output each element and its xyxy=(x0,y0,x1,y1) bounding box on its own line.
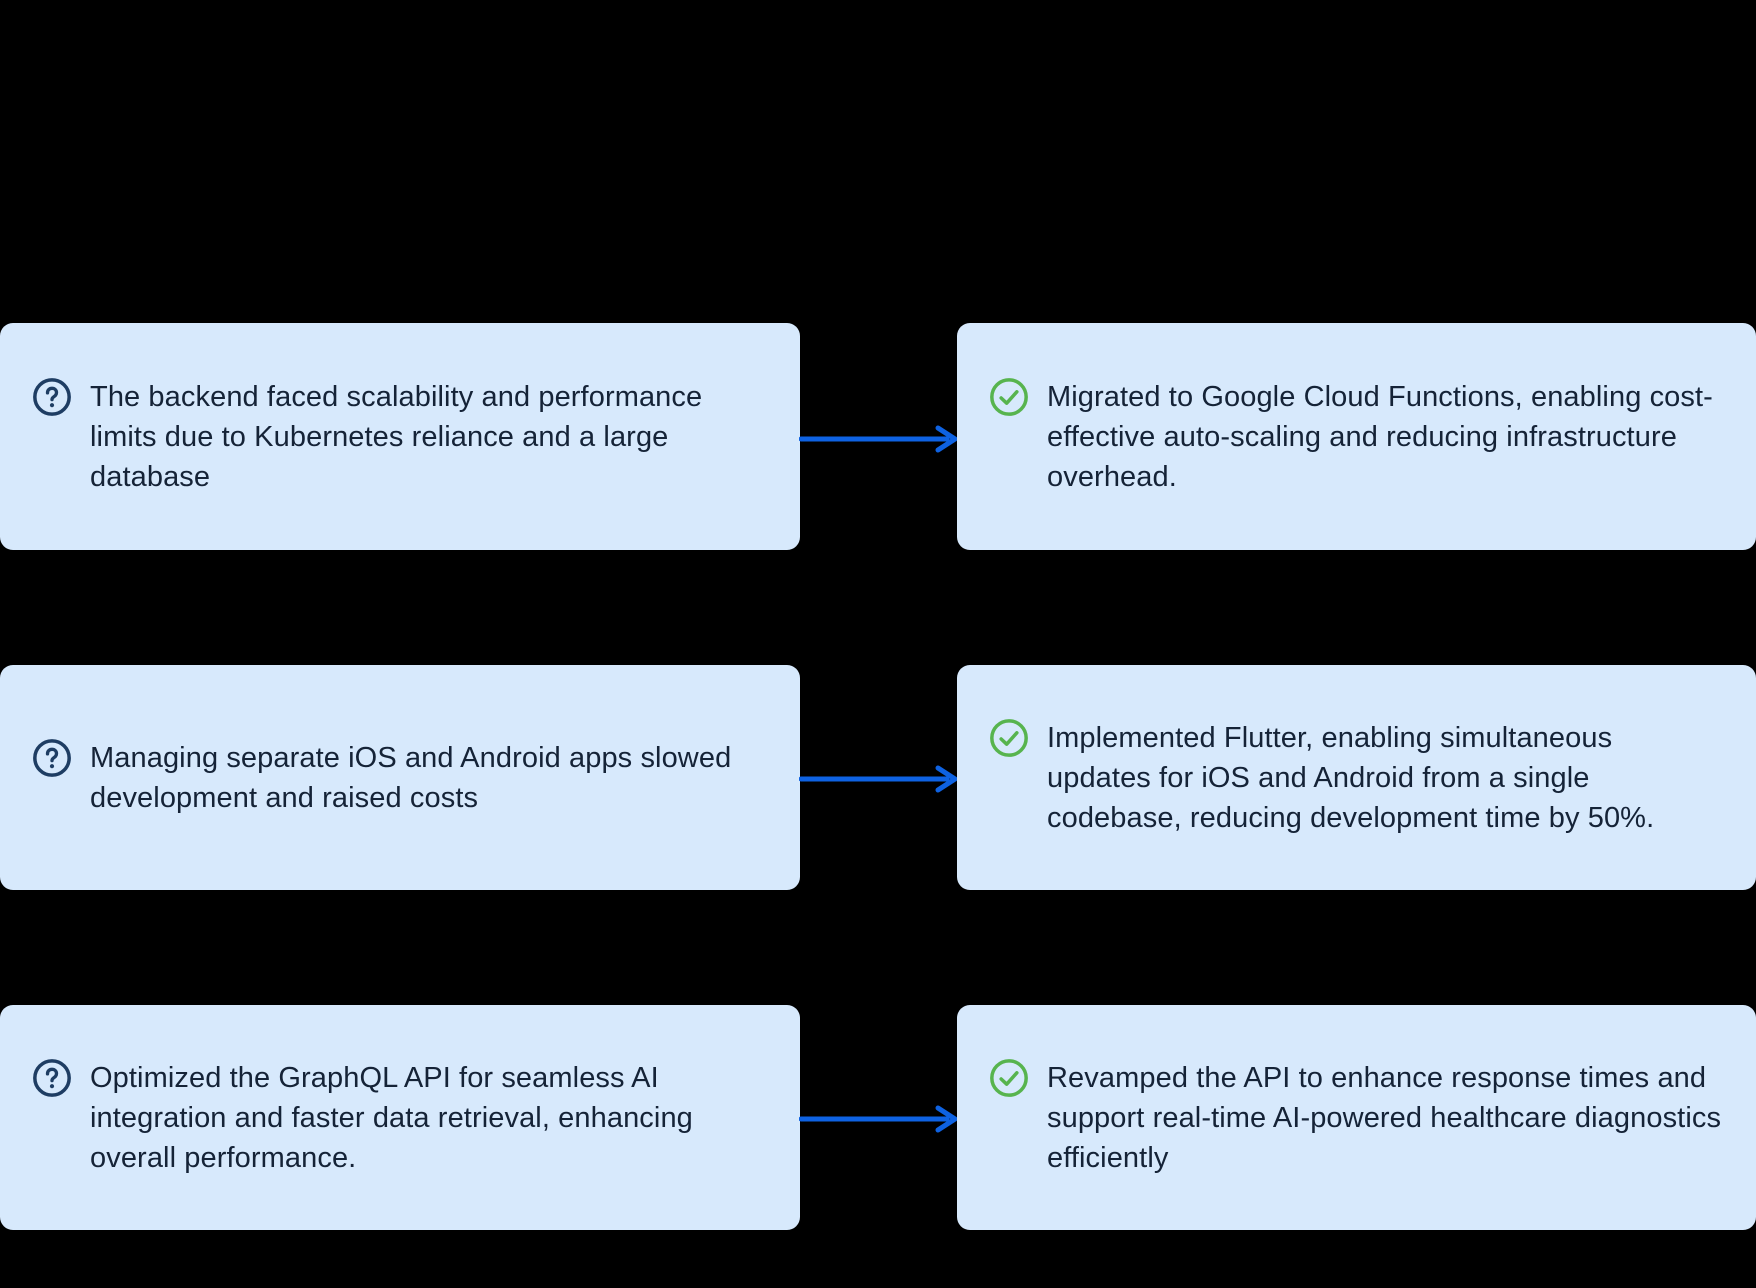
problem-card-2: Managing separate iOS and Android apps s… xyxy=(0,665,800,890)
problem-card-3-content: Optimized the GraphQL API for seamless A… xyxy=(32,1058,760,1178)
problem-card-3: Optimized the GraphQL API for seamless A… xyxy=(0,1005,800,1230)
solution-card-3-content: Revamped the API to enhance response tim… xyxy=(989,1058,1722,1178)
problem-card-1: The backend faced scalability and perfor… xyxy=(0,323,800,550)
solution-card-2: Implemented Flutter, enabling simultaneo… xyxy=(957,665,1756,890)
question-icon xyxy=(32,738,72,778)
problem-card-1-content: The backend faced scalability and perfor… xyxy=(32,377,760,497)
solution-text: Implemented Flutter, enabling simultaneo… xyxy=(1047,721,1655,834)
check-icon xyxy=(989,718,1029,758)
problem-text: The backend faced scalability and perfor… xyxy=(90,380,703,493)
problem-text: Managing separate iOS and Android apps s… xyxy=(90,741,732,814)
problem-card-2-content: Managing separate iOS and Android apps s… xyxy=(32,738,760,818)
question-icon xyxy=(32,377,72,417)
solution-card-2-content: Implemented Flutter, enabling simultaneo… xyxy=(989,718,1722,838)
arrow-icon xyxy=(799,1105,958,1133)
question-icon xyxy=(32,1058,72,1098)
solution-card-1-content: Migrated to Google Cloud Functions, enab… xyxy=(989,377,1722,497)
arrow-icon xyxy=(799,425,958,453)
problem-text: Optimized the GraphQL API for seamless A… xyxy=(90,1061,693,1174)
arrow-icon xyxy=(799,765,958,793)
solution-card-1: Migrated to Google Cloud Functions, enab… xyxy=(957,323,1756,550)
solution-text: Migrated to Google Cloud Functions, enab… xyxy=(1047,380,1713,493)
solution-card-3: Revamped the API to enhance response tim… xyxy=(957,1005,1756,1230)
check-icon xyxy=(989,1058,1029,1098)
solution-text: Revamped the API to enhance response tim… xyxy=(1047,1061,1722,1174)
check-icon xyxy=(989,377,1029,417)
